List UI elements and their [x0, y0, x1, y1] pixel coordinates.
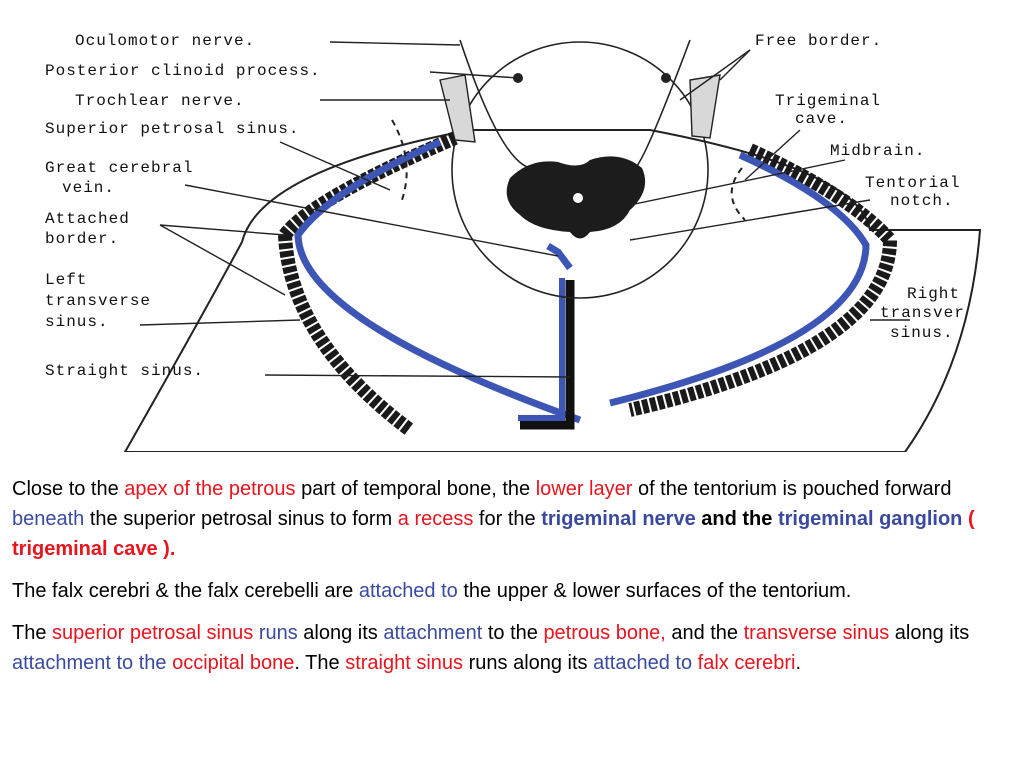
attached-border-right: [628, 143, 898, 417]
label-attached-1: Attached: [45, 210, 130, 228]
label-trochlear-nerve: Trochlear nerve.: [75, 92, 245, 110]
label-right-transverse-1: Right: [907, 285, 960, 303]
right-transverse-sinus: [609, 151, 870, 407]
petrous-wedge-left: [439, 74, 476, 143]
label-straight-sinus: Straight sinus.: [45, 362, 204, 380]
label-trigeminal-cave-1: Trigeminal: [775, 92, 881, 110]
label-left-transverse-1: Left: [45, 271, 87, 289]
paragraph-sinuses: The superior petrosal sinus runs along i…: [12, 622, 970, 674]
label-left-transverse-3: sinus.: [45, 313, 109, 331]
free-border-left: [459, 39, 531, 169]
label-tentorial-2: notch.: [890, 192, 954, 210]
tentorium-outer-outline: [123, 129, 982, 452]
label-tentorial-1: Tentorial: [865, 174, 960, 192]
label-oculomotor-nerve: Oculomotor nerve.: [75, 32, 255, 50]
paragraph-falx: The falx cerebri & the falx cerebelli ar…: [12, 580, 852, 602]
label-great-cerebral-2: vein.: [62, 179, 115, 197]
tentorium-diagram: Oculomotor nerve. Posterior clinoid proc…: [45, 32, 982, 452]
label-left-transverse-2: transverse: [45, 292, 151, 310]
left-transverse-sinus: [294, 138, 582, 424]
leader-lines: [139, 41, 910, 378]
label-right-transverse-3: sinus.: [890, 324, 954, 342]
label-attached-2: border.: [45, 230, 119, 248]
free-border-right: [634, 39, 691, 169]
label-free-border: Free border.: [755, 32, 882, 50]
straight-sinus-blue: [518, 278, 565, 421]
cerebral-aqueduct: [573, 193, 583, 203]
trigeminal-cave-right: [730, 167, 746, 221]
label-trigeminal-cave-2: cave.: [795, 110, 848, 128]
label-posterior-clinoid: Posterior clinoid process.: [45, 62, 321, 80]
straight-sinus-black: [520, 280, 575, 430]
label-right-transverse-2: transver: [880, 304, 965, 322]
description-text: Close to the apex of the petrous part of…: [12, 474, 1016, 690]
tentorial-notch: [451, 41, 709, 299]
petrous-wedge-right: [689, 74, 721, 139]
posterior-clinoid-right: [661, 73, 671, 83]
label-midbrain: Midbrain.: [830, 142, 925, 160]
label-great-cerebral-1: Great cerebral: [45, 159, 193, 177]
label-superior-petrosal: Superior petrosal sinus.: [45, 120, 299, 138]
paragraph-trigeminal-cave: Close to the apex of the petrous part of…: [12, 478, 975, 560]
great-cerebral-vein: [546, 242, 573, 271]
